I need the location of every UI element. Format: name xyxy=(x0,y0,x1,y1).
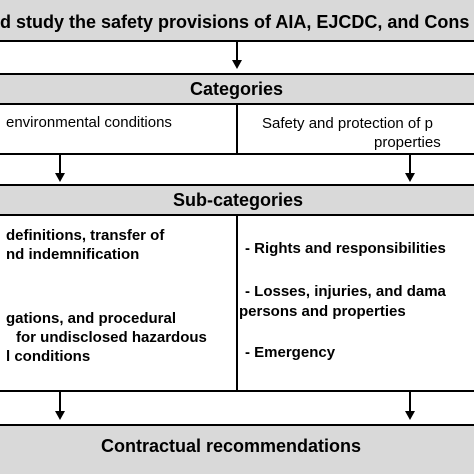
subcategory-right-line: persons and properties xyxy=(239,303,406,320)
categories-title: Categories xyxy=(190,79,284,99)
subcategories-title: Sub-categories xyxy=(173,190,304,210)
arrow-header-to-categories xyxy=(236,42,238,62)
subcategory-left-line: for undisclosed hazardous xyxy=(16,329,207,346)
arrow-left-sub-to-recommendations xyxy=(59,392,61,414)
subcategory-right-line: - Losses, injuries, and dama xyxy=(245,283,446,300)
categories-divider xyxy=(236,103,238,155)
category-right-text-line1: Safety and protection of p xyxy=(262,115,433,132)
arrow-head-left-sub-to-recommendations xyxy=(55,411,65,420)
arrow-head-right-categories-to-sub xyxy=(405,173,415,182)
categories-title-box xyxy=(0,73,474,105)
subcategories-title-box xyxy=(0,184,474,216)
category-right-text-line2: properties xyxy=(374,134,441,151)
subcategory-right-line: - Rights and responsibilities xyxy=(245,240,446,257)
category-left-text: environmental conditions xyxy=(6,114,172,131)
subcategory-right-line: - Emergency xyxy=(245,344,336,361)
arrow-right-sub-to-recommendations xyxy=(409,392,411,414)
arrow-head-right-sub-to-recommendations xyxy=(405,411,415,420)
subcategory-left-line: nd indemnification xyxy=(6,246,140,263)
subcategory-left-line: l conditions xyxy=(6,348,91,365)
recommendations-title: Contractual recommendations xyxy=(101,436,362,456)
arrow-right-categories-to-sub xyxy=(409,155,411,175)
arrow-head-left-categories-to-sub xyxy=(55,173,65,182)
arrow-head-header-to-categories xyxy=(232,60,242,69)
subcategories-divider xyxy=(236,214,238,392)
subcategory-left-line: gations, and procedural xyxy=(6,310,177,327)
header-box xyxy=(0,0,474,42)
subcategory-left-line: definitions, transfer of xyxy=(6,227,165,244)
header-text: d study the safety provisions of AIA, EJ… xyxy=(0,12,470,32)
arrow-left-categories-to-sub xyxy=(59,155,61,175)
recommendations-box xyxy=(0,424,474,474)
